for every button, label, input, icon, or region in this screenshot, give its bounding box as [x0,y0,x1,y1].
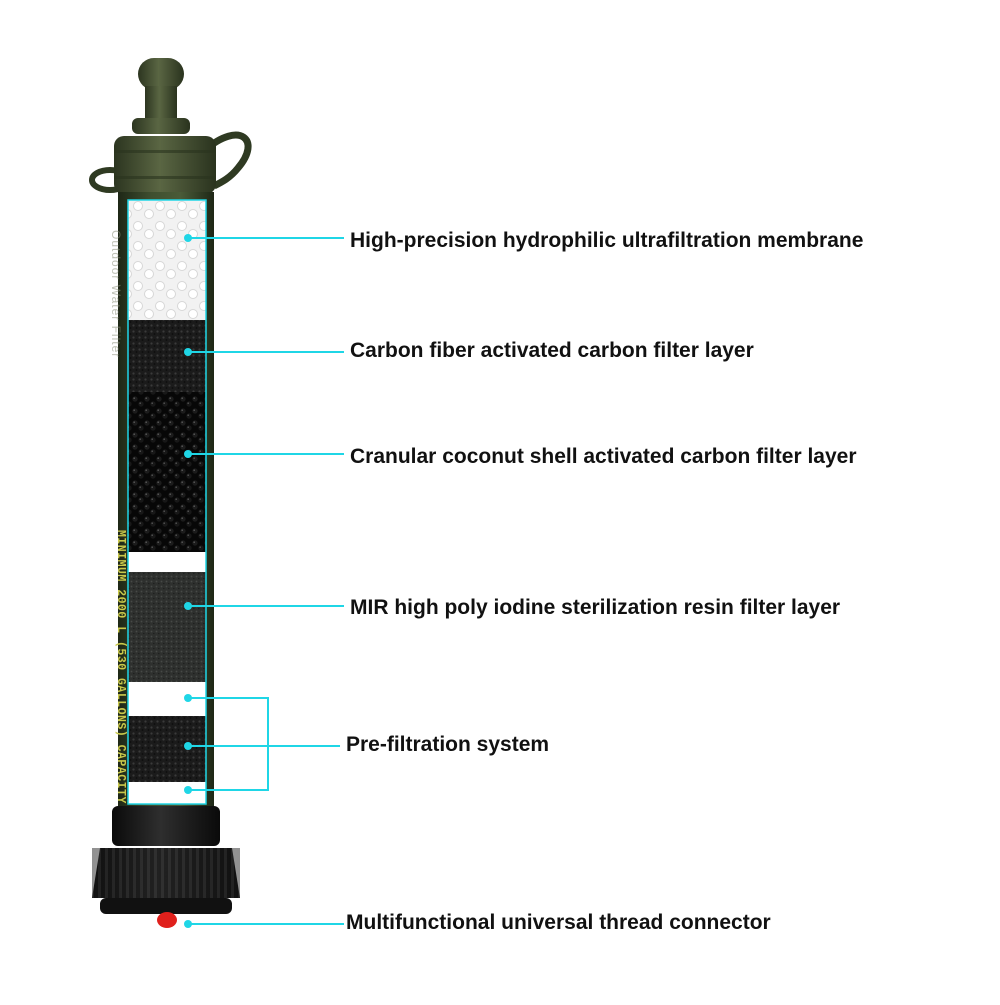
valve-tip [157,912,177,928]
label-prefilter: Pre-filtration system [346,733,550,756]
layer-coconut-carbon [128,392,206,552]
label-carbon-fiber: Carbon fiber activated carbon filter lay… [350,339,754,362]
label-connector: Multifunctional universal thread connect… [346,911,771,934]
top-cap [114,136,216,194]
dust-cap-strap [202,131,252,190]
layer-spacer-1 [128,552,206,572]
leader-lines [188,237,344,925]
layer-membrane [128,200,206,320]
layer-resin [128,572,206,682]
tube-capacity-text: MINIMUM 2000 L (530 GALLONS) CAPACITY [114,530,127,804]
label-coconut-carbon: Cranular coconut shell activated carbon … [350,445,857,468]
layer-carbon-fiber [128,320,206,392]
label-resin: MIR high poly iodine sterilization resin… [350,596,841,619]
cutaway-window [127,199,207,805]
layer-prefilter-black [128,716,206,782]
tube-print: MINIMUM 2000 L (530 GALLONS) CAPACITY Ou… [109,230,127,804]
tube-faint-text: Outdoor Water Filter [109,230,123,358]
layer-prefilter-white-bottom [128,782,206,804]
label-membrane: High-precision hydrophilic ultrafiltrati… [350,229,864,252]
mouthpiece [132,58,190,134]
thread-connector [92,806,240,928]
leader-dots [184,234,192,928]
